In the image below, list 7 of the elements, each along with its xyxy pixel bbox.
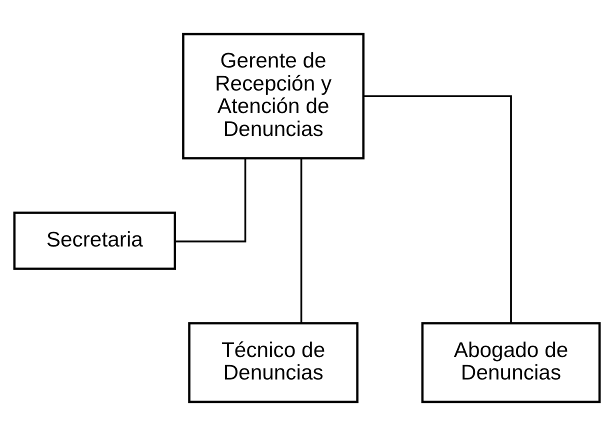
connector [364, 95, 512, 323]
node-box: Técnico de Denuncias [188, 322, 358, 404]
node-box: Gerente de Recepción y Atención de Denuncias [182, 32, 365, 160]
connector [175, 158, 246, 242]
connector [300, 158, 302, 324]
node-box: Abogado de Denuncias [421, 322, 601, 404]
node-box: Secretaria [13, 212, 176, 270]
